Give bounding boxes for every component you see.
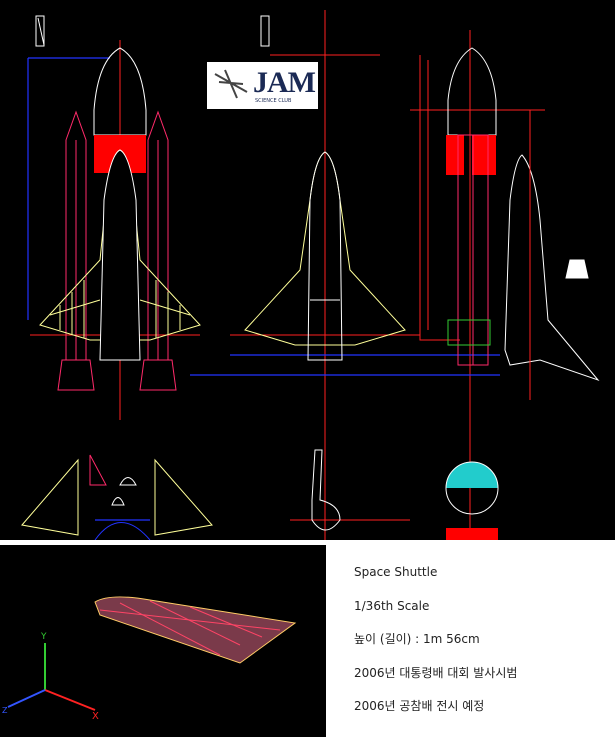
jam-logo: JAM SCIENCE CLUB	[207, 62, 318, 109]
info-event: 2006년 대통령배 대회 발사시범	[354, 665, 518, 680]
logo-subtext: SCIENCE CLUB	[255, 98, 292, 104]
front-view	[39, 47, 201, 391]
detail-views	[21, 449, 499, 541]
logo-splash-icon	[214, 69, 248, 99]
wing-grid-left	[49, 280, 101, 338]
nozzle-icon	[565, 259, 589, 279]
axis-z-label: Z	[2, 706, 8, 715]
booster-right	[139, 110, 177, 391]
logo-text: JAM	[253, 66, 316, 99]
axis-y-label: Y	[40, 632, 47, 642]
3d-viewport: Y X Z	[0, 545, 326, 737]
info-scale: 1/36th Scale	[354, 598, 430, 613]
info-exhibit: 2006년 공참배 전시 예정	[354, 699, 485, 713]
3d-wing-svg: Y X Z	[2, 596, 297, 722]
info-title: Space Shuttle	[354, 565, 438, 579]
axis-x-label: X	[92, 711, 99, 722]
blueprint-svg	[21, 10, 600, 541]
info-height: 높이 (길이) : 1m 56cm	[354, 632, 480, 646]
info-panel: Space Shuttle 1/36th Scale 높이 (길이) : 1m …	[354, 562, 614, 730]
booster-left	[57, 110, 95, 391]
top-view-orbiter	[244, 151, 406, 361]
axis-gizmo	[7, 643, 96, 711]
side-view-stack	[446, 47, 600, 400]
cad-drawing: JAM SCIENCE CLUB	[0, 0, 615, 541]
wing-grid-right	[139, 280, 191, 338]
dimension-lines-red	[35, 15, 460, 341]
dimension-lines	[27, 57, 500, 521]
